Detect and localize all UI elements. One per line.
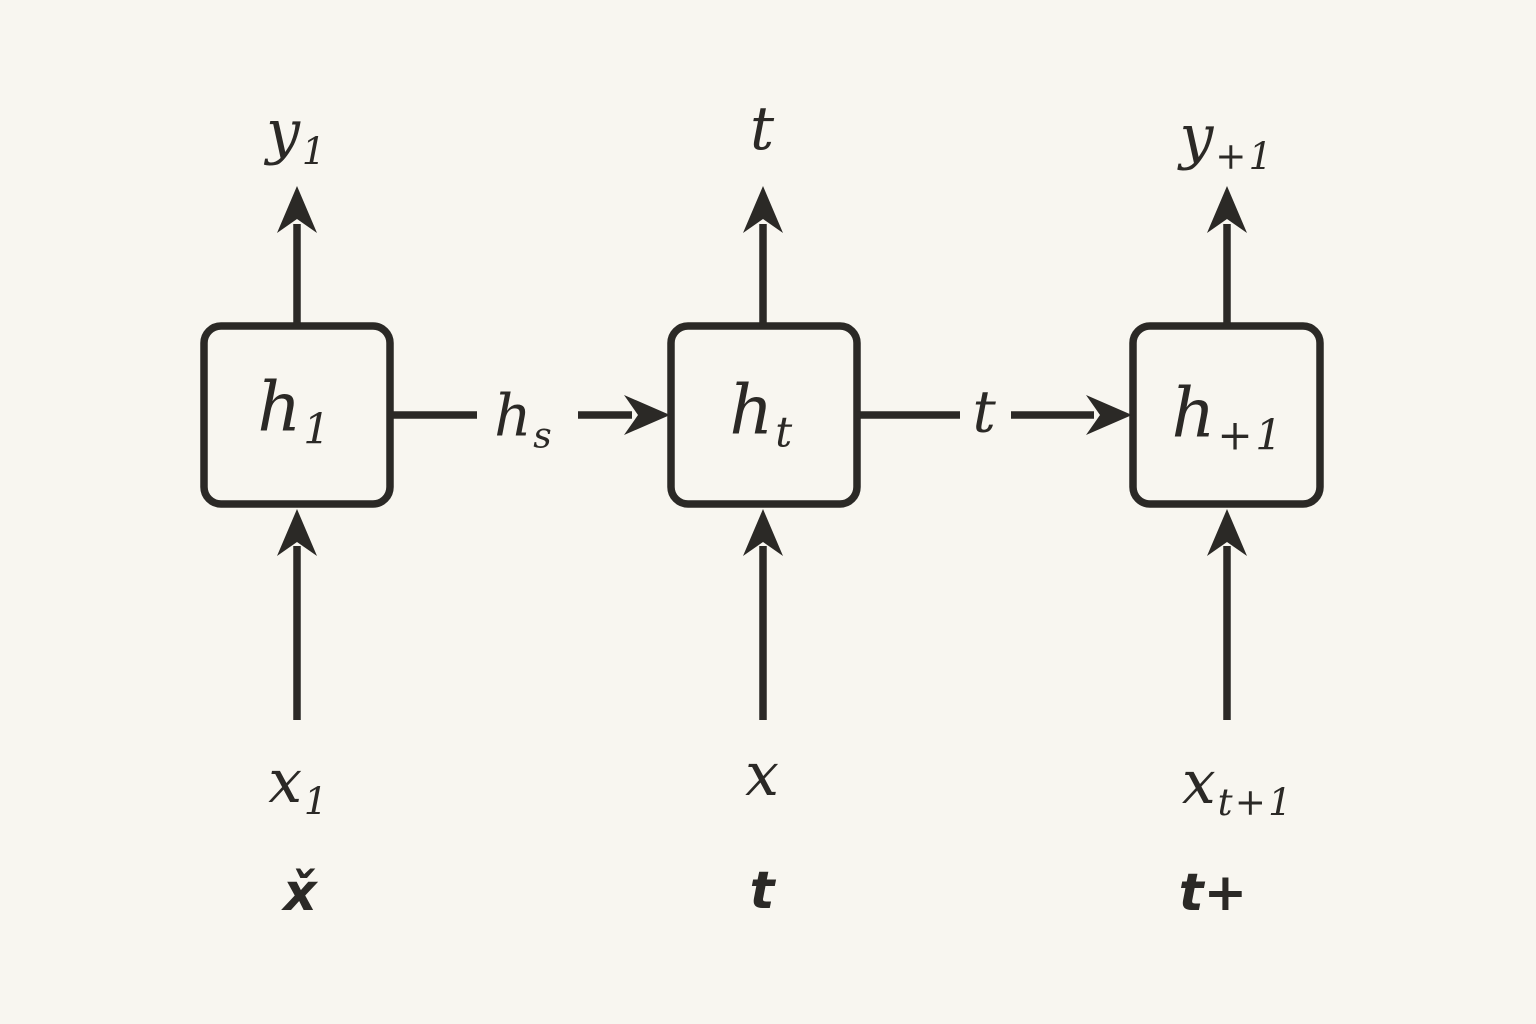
input-label-1: x1 — [268, 746, 330, 823]
output-label-2: t — [750, 93, 775, 164]
input-arrow-3 — [1207, 509, 1247, 720]
arrowhead-up-icon — [277, 186, 317, 233]
output-label-3: y+1 — [1179, 101, 1275, 178]
output-arrow-2 — [743, 186, 783, 326]
arrowhead-up-icon — [1207, 186, 1247, 233]
timestep-label-2: t — [749, 861, 775, 921]
output-arrow-1 — [277, 186, 317, 326]
output-label-1: y1 — [266, 96, 328, 173]
connection-label-1: hs — [494, 381, 554, 456]
state-transition-arrow-1 — [390, 395, 670, 435]
arrowhead-right-icon — [624, 395, 670, 435]
state-label-2: ht — [729, 371, 795, 458]
timestep-label-1: x̌ — [283, 863, 317, 923]
timestep-label-3: t+ — [1178, 863, 1248, 923]
state-label-3: h+1 — [1171, 374, 1285, 461]
arrowhead-right-icon — [1086, 395, 1132, 435]
arrowhead-up-icon — [743, 509, 783, 556]
input-arrow-2 — [743, 509, 783, 720]
arrowhead-up-icon — [277, 509, 317, 556]
input-arrow-1 — [277, 509, 317, 720]
arrowhead-up-icon — [1207, 509, 1247, 556]
input-label-2: x — [745, 739, 779, 810]
connection-label-2: t — [972, 377, 996, 446]
state-label-1: h1 — [257, 368, 333, 455]
input-label-3: xt+1 — [1181, 747, 1295, 824]
output-arrow-3 — [1207, 186, 1247, 326]
state-transition-arrow-2 — [857, 395, 1132, 435]
arrowhead-up-icon — [743, 186, 783, 233]
